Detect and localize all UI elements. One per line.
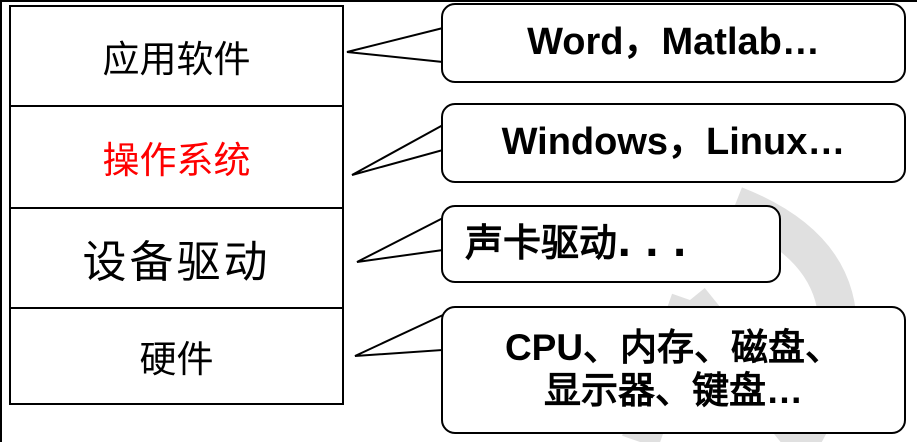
callout-text-line1: CPU、内存、磁盘、 (504, 327, 843, 369)
layer-application-software: 应用软件 (11, 7, 342, 105)
layer-hardware: 硬件 (11, 307, 342, 403)
callout-driver-examples: 声卡驱动. . . (441, 205, 781, 283)
layer-label: 设备驱动 (82, 237, 271, 288)
layer-operating-system: 操作系统 (11, 105, 342, 207)
callout-text: Windows，Linux… (501, 121, 846, 164)
layer-label: 应用软件 (102, 38, 251, 81)
callout-text: Word，Matlab… (527, 21, 820, 64)
callout-application-examples: Word，Matlab… (441, 3, 906, 83)
layer-device-drivers: 设备驱动 (11, 207, 342, 307)
layer-label: 操作系统 (102, 139, 251, 182)
callout-text: CPU、内存、磁盘、 显示器、键盘… (505, 327, 842, 412)
layer-label: 硬件 (139, 338, 214, 381)
callout-os-examples: Windows，Linux… (441, 103, 906, 183)
software-stack: 应用软件 操作系统 设备驱动 硬件 (9, 5, 344, 405)
callout-text-line2: 显示器、键盘… (544, 370, 803, 411)
callout-hardware-examples: CPU、内存、磁盘、 显示器、键盘… (441, 306, 906, 434)
callout-text: 声卡驱动. . . (465, 221, 687, 266)
